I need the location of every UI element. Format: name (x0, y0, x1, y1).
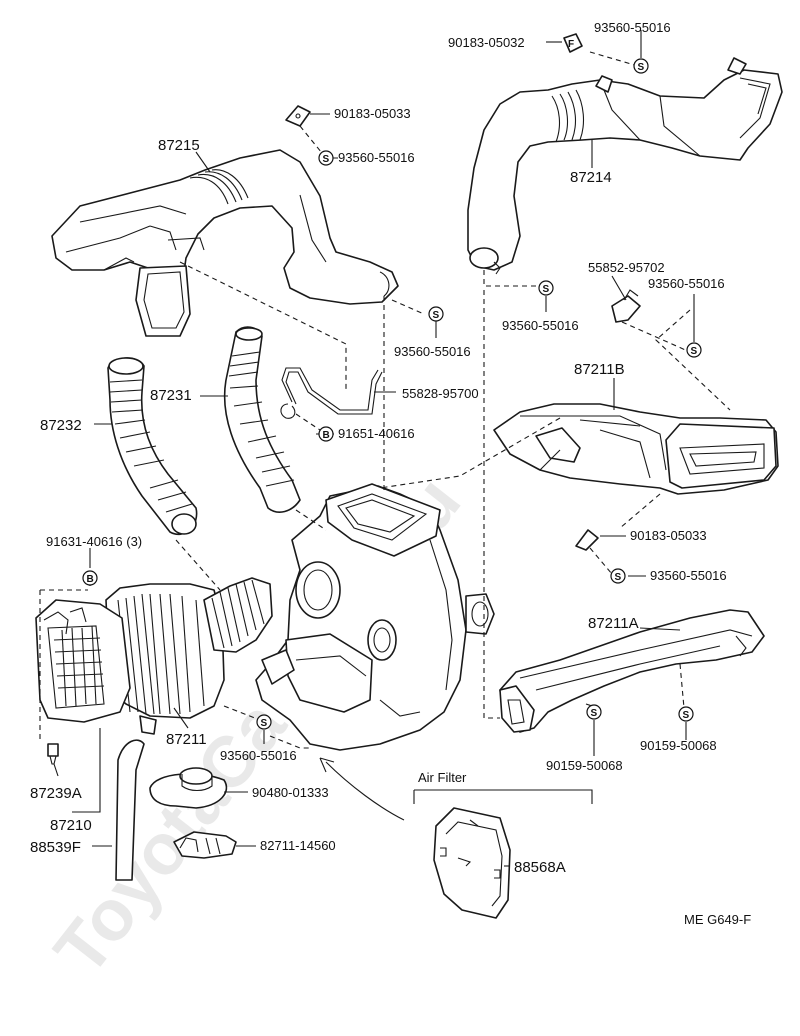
svg-text:B: B (323, 430, 330, 441)
symbol-s-4: S (686, 342, 702, 358)
duct-87214 (467, 57, 783, 275)
air-filter-88568a (433, 807, 511, 919)
label-87232: 87232 (40, 417, 82, 434)
symbol-s-1: S (633, 58, 649, 74)
svg-text:S: S (543, 284, 550, 295)
label-90183-05032: 90183-05032 (448, 35, 525, 50)
label-93560-55016-e: 93560-55016 (394, 344, 471, 359)
label-93560-55016-f: 93560-55016 (650, 568, 727, 583)
air-cleaner-87210 (35, 577, 273, 735)
svg-text:S: S (323, 154, 330, 165)
clamp-55828-95700 (280, 367, 383, 419)
label-93560-55016-b: 93560-55016 (338, 150, 415, 165)
svg-text:S: S (691, 346, 698, 357)
plug-87239a (47, 743, 59, 765)
leader-lines (53, 30, 695, 867)
label-87214: 87214 (570, 169, 612, 186)
label-55852-95702: 55852-95702 (588, 260, 665, 275)
label-87239a: 87239A (30, 785, 82, 802)
diagram-code: ME G649-F (684, 912, 751, 927)
intake-housing (255, 483, 495, 751)
symbol-s-6: S (610, 568, 626, 584)
symbol-s-8: S (678, 706, 694, 722)
symbol-s-9: S (256, 714, 272, 730)
label-87210: 87210 (50, 817, 92, 834)
label-93560-55016-g: 93560-55016 (220, 748, 297, 763)
hose-87232 (107, 357, 198, 535)
svg-text:B: B (87, 574, 94, 585)
symbol-s-2: S (318, 150, 334, 166)
clip-90183-05033-lower (575, 529, 599, 551)
label-55828-95700: 55828-95700 (402, 386, 479, 401)
label-93560-55016-a: 93560-55016 (594, 20, 671, 35)
svg-text:F: F (568, 39, 574, 50)
svg-text:S: S (615, 572, 622, 583)
svg-text:S: S (591, 708, 598, 719)
label-87211: 87211 (166, 731, 207, 748)
duct-87211a (499, 609, 765, 733)
label-90159-50068-b: 90159-50068 (640, 738, 717, 753)
tube-88539f (115, 739, 145, 881)
label-87231: 87231 (150, 387, 192, 404)
clip-55852-95702 (611, 289, 641, 323)
svg-text:S: S (261, 718, 268, 729)
symbol-s-7: S (586, 704, 602, 720)
svg-text:S: S (638, 62, 645, 73)
duct-87215 (51, 149, 399, 337)
label-82711-14560: 82711-14560 (260, 838, 336, 853)
symbol-b-2: B (82, 570, 98, 586)
label-90183-05033-b: 90183-05033 (630, 528, 707, 543)
label-87211a: 87211A (588, 615, 639, 632)
label-88539f: 88539F (30, 839, 81, 856)
symbol-b-1: B (318, 426, 334, 442)
svg-text:S: S (683, 710, 690, 721)
label-90183-05033-a: 90183-05033 (334, 106, 411, 121)
label-87215: 87215 (158, 137, 200, 154)
label-88568a: 88568A (514, 859, 566, 876)
svg-text:S: S (433, 310, 440, 321)
grommet-90480-01333 (149, 767, 228, 809)
label-91651-40616: 91651-40616 (338, 426, 415, 441)
label-87211b: 87211B (574, 361, 625, 378)
label-90159-50068-a: 90159-50068 (546, 758, 623, 773)
duct-87211b (493, 403, 779, 495)
clip-82711-14560 (173, 831, 237, 859)
hose-87231 (223, 326, 301, 513)
label-90480-01333: 90480-01333 (252, 785, 329, 800)
label-93560-55016-c: 93560-55016 (648, 276, 725, 291)
clip-90183-05032: F (563, 33, 583, 53)
clip-90183-05033-upper (285, 105, 311, 127)
symbol-s-3: S (538, 280, 554, 296)
label-93560-55016-d: 93560-55016 (502, 318, 579, 333)
label-91631-40616: 91631-40616 (3) (46, 534, 142, 549)
label-air-filter: Air Filter (418, 770, 467, 785)
symbol-s-5: S (428, 306, 444, 322)
